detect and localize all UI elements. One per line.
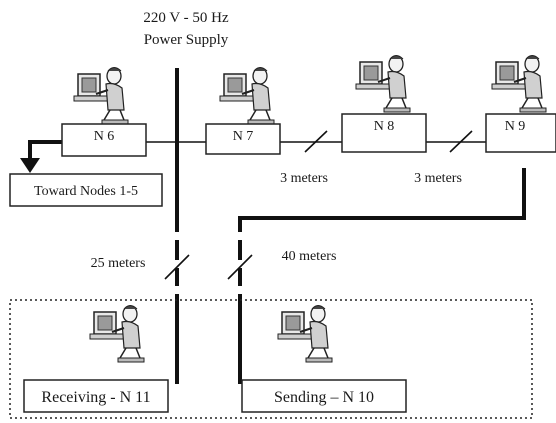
receiving-node-label: Receiving - N 11 (41, 389, 150, 406)
node-label-n8: N 8 (374, 119, 395, 134)
distance-n8-n9: 3 meters (414, 171, 462, 186)
node-box-n9 (485, 113, 556, 153)
break-mark-n8-n9 (449, 130, 473, 153)
computer-user-icon-n10 (277, 304, 333, 363)
distance-n7-n8: 3 meters (280, 171, 328, 186)
sending-node-label: Sending – N 10 (274, 389, 374, 406)
node-box-n7 (205, 123, 281, 155)
toward-nodes-label: Toward Nodes 1-5 (34, 184, 138, 199)
toward-nodes-box (9, 173, 163, 207)
node-label-n9: N 9 (505, 119, 526, 134)
distance-receiving: 25 meters (91, 256, 146, 271)
computer-user-icon-n8 (355, 54, 411, 113)
sending-node-box (241, 379, 407, 413)
arrow-down-icon (20, 158, 40, 173)
computer-user-icon-n7 (219, 66, 275, 125)
receiving-node-box (23, 379, 169, 413)
computer-user-icon-n9 (491, 54, 547, 113)
computer-user-icon-n6 (73, 66, 129, 125)
sending-line-upper (238, 168, 526, 232)
node-label-n7: N 7 (233, 129, 254, 144)
break-mark-sending (227, 254, 253, 280)
node-label-n6: N 6 (94, 129, 115, 144)
break-mark-receiving (164, 254, 190, 280)
break-mark-n7-n8 (304, 130, 328, 153)
distance-sending: 40 meters (282, 249, 337, 264)
power-supply-voltage: 220 V - 50 Hz (143, 10, 229, 26)
node-box-n8 (341, 113, 427, 153)
node-box-n6 (61, 123, 147, 157)
computer-user-icon-n11 (89, 304, 145, 363)
bus-line-toward-nodes (28, 140, 62, 160)
receiving-sending-enclosure (9, 299, 533, 419)
power-supply-label: Power Supply (144, 32, 229, 48)
